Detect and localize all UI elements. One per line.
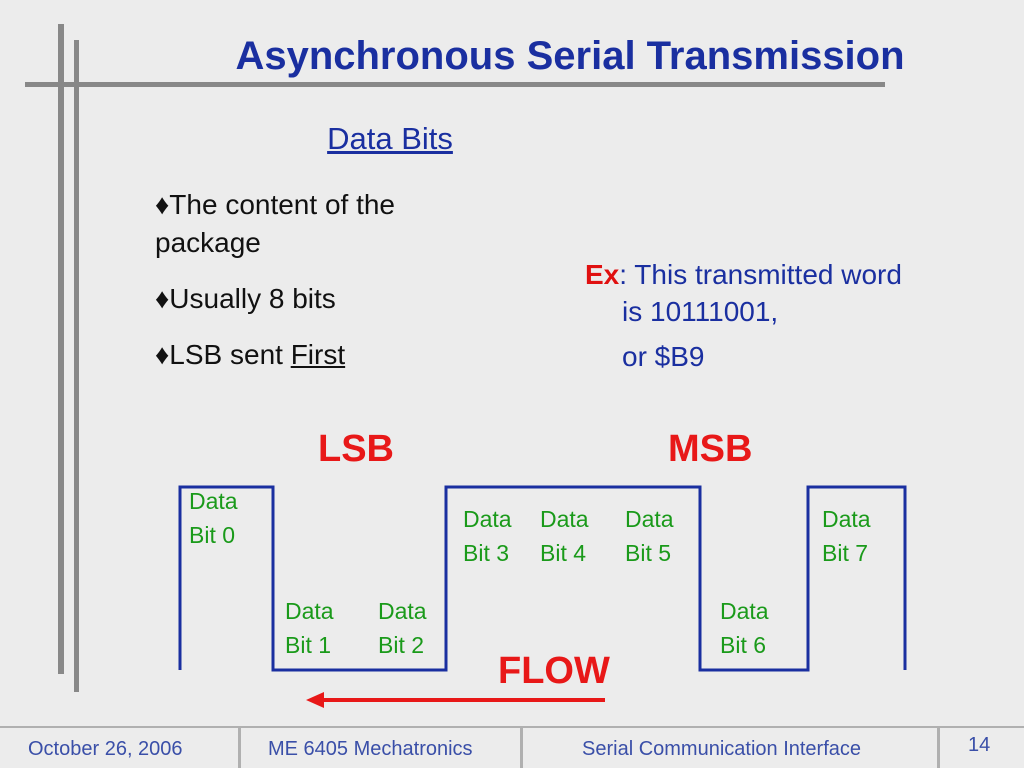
flow-label: FLOW <box>498 650 610 692</box>
bit-label: Data Bit 5 <box>625 506 674 566</box>
bullet-list: ♦The content of the package ♦Usually 8 b… <box>155 186 485 392</box>
example-block: Ex: This transmitted word is 10111001, o… <box>585 256 985 375</box>
footer-divider <box>937 727 940 768</box>
footer-course: ME 6405 Mechatronics <box>268 738 473 760</box>
example-line-3: or $B9 <box>622 341 705 372</box>
bit-label: Data Bit 4 <box>540 506 589 566</box>
bit-label: Data Bit 1 <box>285 598 334 658</box>
bullet-bit-count: ♦Usually 8 bits <box>155 283 336 314</box>
page-number: 14 <box>968 734 991 756</box>
horizontal-rule-title <box>25 82 885 87</box>
bullet-lsb-text: ♦LSB sent <box>155 339 291 370</box>
bit-label: Data Bit 7 <box>822 506 871 566</box>
footer-date: October 26, 2006 <box>28 738 183 760</box>
bullet-first-emphasis: First <box>290 339 346 370</box>
bullet-content: ♦The content of the package <box>155 189 395 258</box>
bit-waveform <box>178 485 907 672</box>
section-heading: Data Bits <box>327 121 453 156</box>
bullet-lsb-first: ♦LSB sent First <box>155 336 485 374</box>
bit-label: Data Bit 2 <box>378 598 427 658</box>
bit-label: Data Bit 3 <box>463 506 512 566</box>
example-line-2: is 10111001, <box>622 296 779 327</box>
bit-label: Data Bit 6 <box>720 598 769 658</box>
example-line-1: Ex: This transmitted word <box>585 256 985 293</box>
example-label: Ex <box>585 259 620 290</box>
flow-arrow-head <box>306 692 324 708</box>
msb-label: MSB <box>668 428 753 470</box>
footer-divider <box>238 727 241 768</box>
vertical-rule-right <box>74 40 79 692</box>
footer-topic: Serial Communication Interface <box>582 738 862 760</box>
vertical-rule-left <box>58 24 64 674</box>
footer-rule <box>0 726 1024 728</box>
footer-divider <box>520 727 523 768</box>
lsb-label: LSB <box>318 428 394 470</box>
example-line1-text: : This transmitted word <box>619 259 902 290</box>
slide-title: Asynchronous Serial Transmission <box>235 34 905 78</box>
bit-label: Data Bit 0 <box>189 488 238 548</box>
